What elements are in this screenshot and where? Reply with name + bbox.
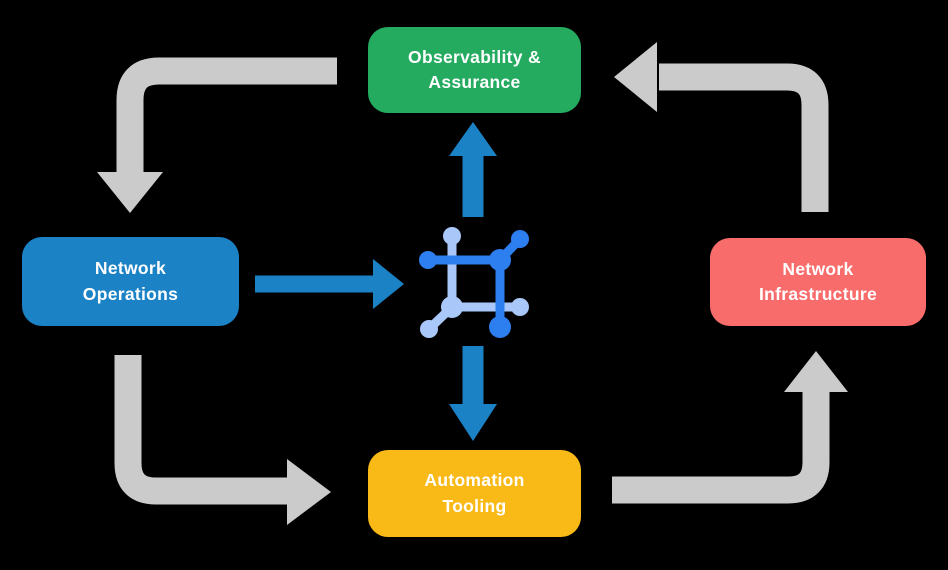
arrow-head-right [373, 259, 404, 309]
arrow-observability-to-operations [97, 57, 337, 213]
node-network-infrastructure: Network Infrastructure [710, 238, 926, 326]
network-hub-icon [419, 227, 529, 338]
hub-light-nodes [420, 227, 529, 338]
node-label-line1: Network [94, 258, 167, 279]
arrow-head-down [97, 172, 163, 213]
node-label-line1: Observability & [408, 46, 541, 67]
arrow-head-left [614, 42, 657, 112]
arrow-hub-to-automation [449, 346, 497, 441]
node-automation-tooling: Automation Tooling [368, 450, 581, 537]
arrow-head-down [449, 404, 497, 441]
arrow-infrastructure-to-observability [614, 42, 829, 212]
arrow-shaft [659, 63, 829, 212]
node-label-line2: Operations [82, 283, 179, 304]
node-observability-assurance: Observability & Assurance [368, 27, 581, 113]
arrow-head-up [784, 351, 848, 392]
arrow-head-right [287, 459, 331, 525]
arrow-shaft [612, 390, 830, 504]
node-label-line2: Infrastructure [759, 284, 877, 304]
arrow-shaft [114, 355, 289, 505]
hub-dark-nodes [419, 230, 529, 338]
arrow-shaft [116, 57, 337, 174]
arrow-operations-to-automation [114, 355, 331, 525]
node-label-line1: Network [782, 258, 854, 279]
arrow-operations-to-hub [255, 259, 404, 309]
arrow-hub-to-observability [449, 122, 497, 217]
node-label-line2: Tooling [442, 495, 507, 516]
arrow-head-up [449, 122, 497, 156]
node-network-operations: Network Operations [22, 237, 239, 326]
node-label-line1: Automation [424, 470, 525, 491]
node-label-line2: Assurance [428, 72, 521, 92]
arrow-automation-to-infrastructure [612, 351, 848, 504]
